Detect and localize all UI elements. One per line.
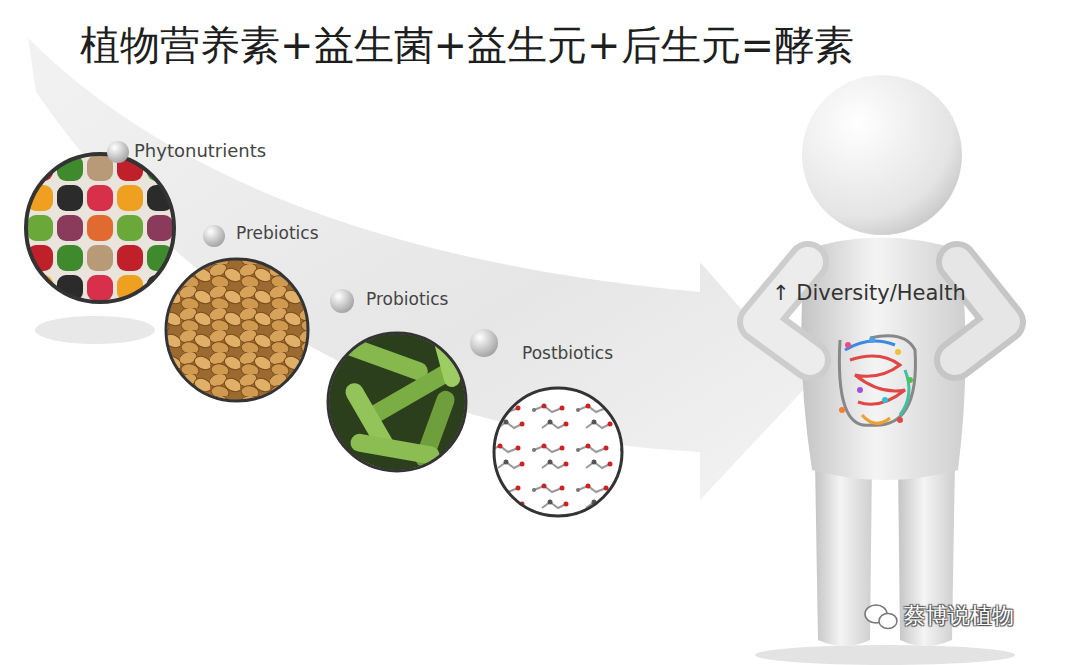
stage-label: Postbiotics bbox=[522, 344, 613, 364]
stage-label: Probiotics bbox=[366, 290, 448, 310]
watermark: 蔡博说植物 bbox=[904, 603, 1014, 628]
title: 植物营养素+益生菌+益生元+后生元=酵素 bbox=[80, 22, 854, 68]
body-label: ↑ Diversity/Health bbox=[772, 281, 966, 305]
stage-label: Prebiotics bbox=[236, 224, 319, 244]
stage-label: Phytonutrients bbox=[134, 141, 266, 162]
